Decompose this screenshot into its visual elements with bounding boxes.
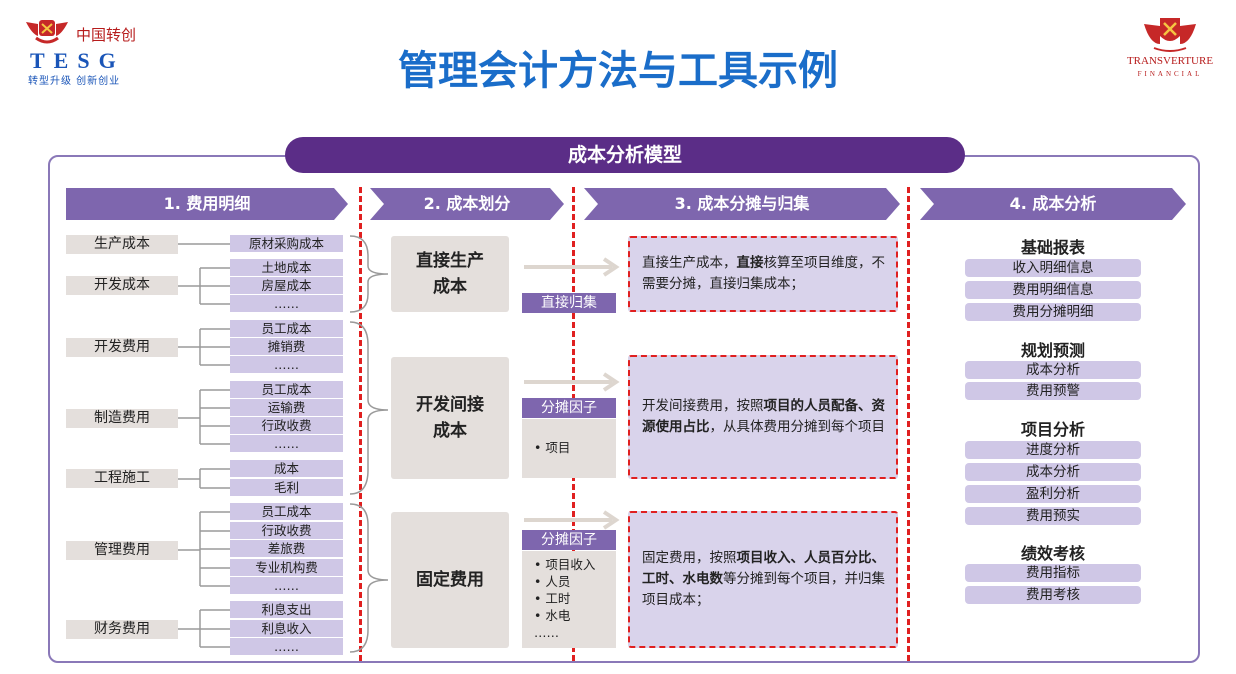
allocation-factor-list: • 项目: [522, 419, 616, 478]
cost-type-label: 直接生产 成本: [416, 251, 484, 297]
allocation-description-fixed: 固定费用，按照项目收入、人员百分比、工时、水电数等分摊到每个项目，并归集项目成本…: [628, 511, 898, 648]
desc-emphasis: 直接: [736, 255, 764, 271]
cost-type-direct: 直接生产 成本: [391, 236, 509, 312]
allocation-description-indirect: 开发间接费用，按照项目的人员配备、资源使用占比，从具体费用分摊到每个项目: [628, 355, 898, 479]
analysis-item: 费用分摊明细: [965, 303, 1141, 321]
analysis-item: 费用预警: [965, 382, 1141, 400]
detail-item: 房屋成本: [230, 277, 343, 294]
detail-item: 员工成本: [230, 320, 343, 337]
model-title: 成本分析模型: [285, 137, 965, 173]
allocation-factor-list: • 项目收入 • 人员 • 工时 • 水电 ……: [522, 551, 616, 648]
factor-item: ……: [534, 625, 559, 640]
analysis-item: 费用指标: [965, 564, 1141, 582]
column-header-3: 3. 成本分摊与归集: [584, 188, 900, 220]
desc-text: 开发间接费用，按照: [642, 398, 764, 414]
separator-3: [907, 187, 910, 661]
analysis-item: 成本分析: [965, 463, 1141, 481]
category-label: 开发费用: [66, 338, 178, 357]
factor-item: • 人员: [534, 574, 571, 589]
detail-item: 原材采购成本: [230, 235, 343, 252]
detail-item: 利息收入: [230, 620, 343, 637]
detail-item: 毛利: [230, 479, 343, 496]
desc-emphasis: 项目的人员配备、资源使用占比: [642, 398, 885, 435]
detail-item: ……: [230, 356, 343, 373]
detail-item: ……: [230, 638, 343, 655]
detail-item: 摊销费: [230, 338, 343, 355]
column-header-1: 1. 费用明细: [66, 188, 348, 220]
detail-item: 员工成本: [230, 503, 343, 520]
factor-item: • 水电: [534, 608, 571, 623]
analysis-section-title: 绩效考核: [1020, 544, 1085, 563]
detail-item: 员工成本: [230, 381, 343, 398]
cost-type-label: 开发间接 成本: [416, 395, 484, 441]
detail-item: 土地成本: [230, 259, 343, 276]
allocation-factor-tag: 分摊因子: [522, 398, 616, 418]
column-header-4: 4. 成本分析: [920, 188, 1186, 220]
category-label: 工程施工: [66, 469, 178, 488]
desc-text: 核算至项目维度，不需要分摊，直接归集成本；: [642, 255, 885, 292]
analysis-section-title: 规划预测: [1020, 341, 1085, 360]
desc-text: ，从具体费用分摊到每个项目: [709, 419, 886, 435]
analysis-item: 成本分析: [965, 361, 1141, 379]
cost-type-indirect: 开发间接 成本: [391, 357, 509, 479]
category-label: 制造费用: [66, 409, 178, 428]
logo-right-en: TRANSVERTURE: [1126, 55, 1214, 67]
logo-left-sub: 转型升级 创新创业: [28, 76, 121, 87]
cost-type-label: 固定费用: [416, 570, 484, 590]
analysis-item: 费用预实: [965, 507, 1141, 525]
category-label: 管理费用: [66, 541, 178, 560]
logo-right-sub: FINANCIAL: [1137, 70, 1203, 78]
detail-item: 行政收费: [230, 417, 343, 434]
category-label: 生产成本: [66, 235, 178, 254]
analysis-item: 收入明细信息: [965, 259, 1141, 277]
allocation-description-direct: 直接生产成本，直接核算至项目维度，不需要分摊，直接归集成本；: [628, 236, 898, 312]
detail-item: ……: [230, 577, 343, 594]
analysis-section-title: 基础报表: [1020, 238, 1085, 257]
factor-item: • 项目: [534, 440, 571, 455]
transverture-logo-emblem: [1144, 18, 1196, 52]
category-label: 财务费用: [66, 620, 178, 639]
desc-text: 等分摊到每个项目，并归集项目成本；: [642, 571, 885, 608]
factor-item: • 项目收入: [534, 557, 596, 572]
desc-text: 固定费用，按照: [642, 550, 737, 566]
allocation-factor-tag: 分摊因子: [522, 530, 616, 550]
cost-type-fixed: 固定费用: [391, 512, 509, 648]
detail-item: 专业机构费: [230, 559, 343, 576]
logo-left-en: TESG: [30, 48, 125, 73]
analysis-item: 费用考核: [965, 586, 1141, 604]
detail-item: ……: [230, 295, 343, 312]
page-title: 管理会计方法与工具示例: [398, 48, 838, 94]
category-label: 开发成本: [66, 276, 178, 295]
detail-item: 运输费: [230, 399, 343, 416]
analysis-section-title: 项目分析: [1020, 420, 1085, 439]
detail-item: 行政收费: [230, 522, 343, 539]
direct-collect-tag: 直接归集: [522, 293, 616, 313]
detail-item: ……: [230, 435, 343, 452]
detail-item: 差旅费: [230, 540, 343, 557]
logo-left-cn: 中国转创: [76, 26, 137, 44]
separator-1: [359, 187, 362, 661]
analysis-item: 费用明细信息: [965, 281, 1141, 299]
column-header-2: 2. 成本划分: [370, 188, 564, 220]
tesg-logo-emblem: [26, 20, 68, 44]
factor-item: • 工时: [534, 591, 571, 606]
desc-text: 直接生产成本，: [642, 255, 737, 271]
detail-item: 成本: [230, 460, 343, 477]
desc-emphasis: 项目收入、人员百分比、工时、水电数: [642, 550, 885, 587]
detail-item: 利息支出: [230, 601, 343, 618]
analysis-item: 盈利分析: [965, 485, 1141, 503]
analysis-item: 进度分析: [965, 441, 1141, 459]
